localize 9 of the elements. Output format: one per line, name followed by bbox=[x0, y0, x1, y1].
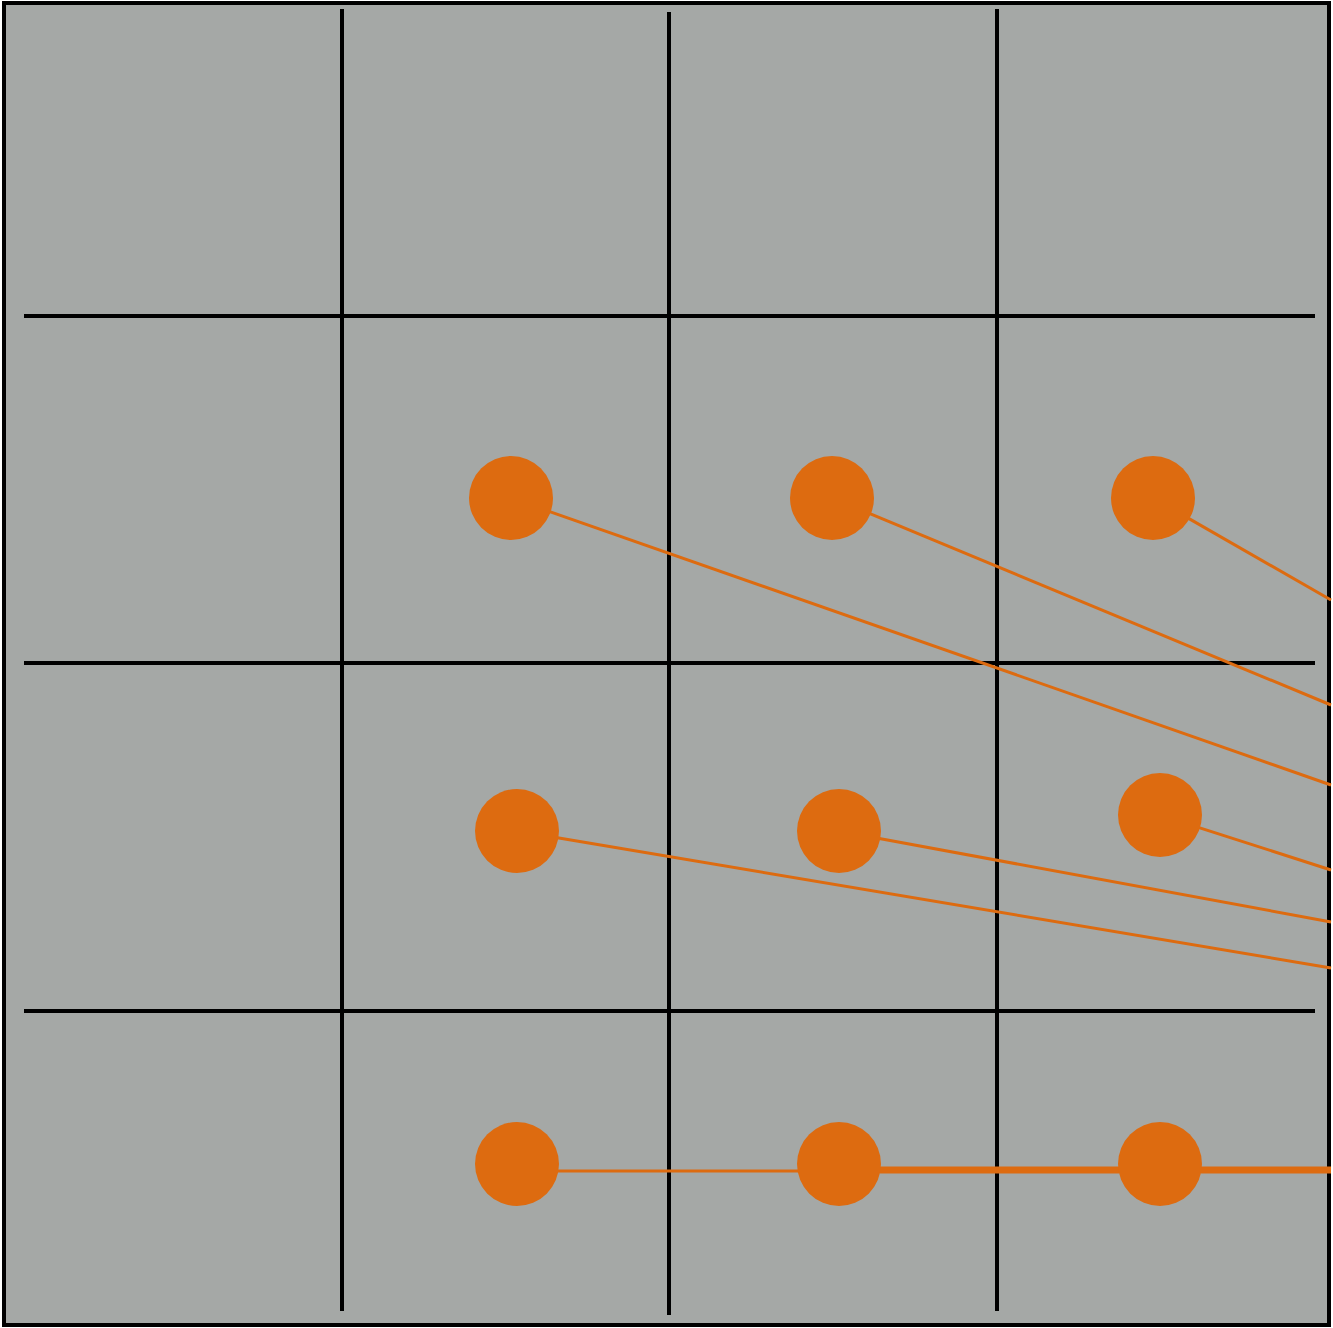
connector-line bbox=[879, 837, 1332, 924]
connector-line bbox=[549, 510, 1332, 787]
connector-line bbox=[880, 1166, 1119, 1174]
connector-line bbox=[1187, 517, 1332, 602]
connector-line bbox=[1201, 1166, 1331, 1174]
connector-line bbox=[869, 512, 1332, 707]
connector-line bbox=[558, 1169, 798, 1173]
connector-line bbox=[1198, 826, 1332, 872]
connector-line bbox=[557, 836, 1332, 970]
